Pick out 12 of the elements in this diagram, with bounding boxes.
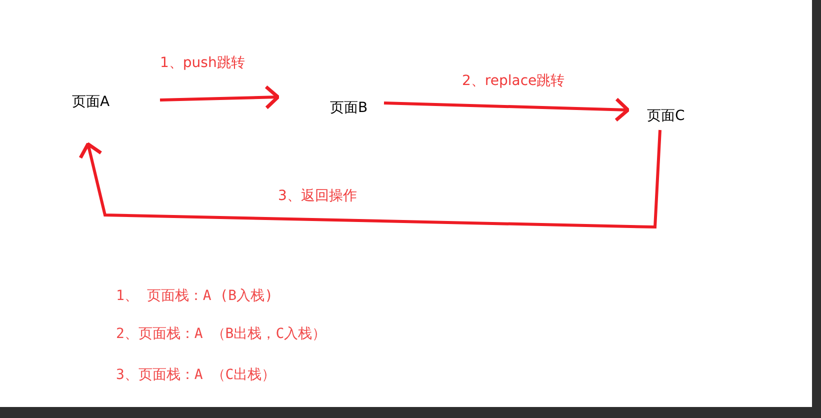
arrow (384, 97, 630, 122)
arrow (160, 85, 280, 110)
node-label: 页面A (72, 93, 110, 111)
node-label: 页面B (330, 99, 368, 117)
note-text: 1、 页面栈：A (B入栈) (116, 287, 274, 305)
node-label: 页面C (647, 107, 685, 125)
note-text: 3、页面栈：A （C出栈） (116, 366, 276, 384)
edge-label: 1、push跳转 (160, 54, 245, 72)
arrow (78, 130, 662, 229)
note-text: 2、页面栈：A （B出栈，C入栈） (116, 325, 326, 343)
edge-label: 2、replace跳转 (462, 72, 565, 90)
edge-label: 3、返回操作 (278, 187, 357, 205)
